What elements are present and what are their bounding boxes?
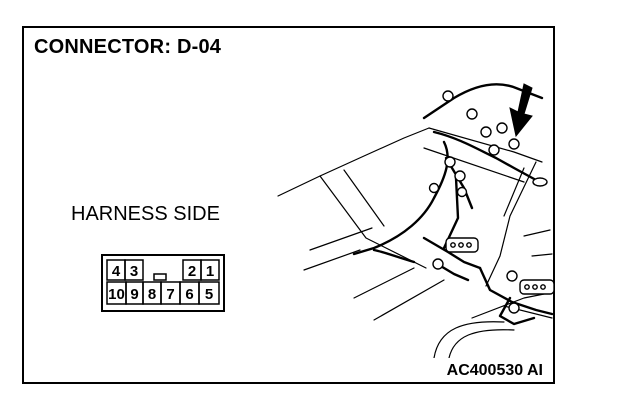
- reference-code: AC400530 AI: [446, 362, 543, 379]
- vehicle-interior-illustration: [277, 83, 554, 358]
- pin-label: 5: [205, 286, 213, 303]
- top-row-labels: 4 3 2 1: [112, 263, 214, 280]
- harness-connectors: [428, 90, 520, 314]
- pin-label: 2: [188, 263, 196, 280]
- pin-label: 7: [166, 286, 174, 303]
- pin-label: 10: [108, 286, 125, 303]
- bottom-row-labels: 10 9 8 7 6 5: [108, 286, 213, 303]
- connector-outline: [101, 254, 225, 312]
- pin-label: 9: [130, 286, 138, 303]
- connector-face: 4 3 2 1 10 9 8 7 6 5: [101, 254, 225, 312]
- connector-title: CONNECTOR: D-04: [34, 36, 222, 58]
- top-row-cells: [106, 259, 220, 281]
- harness-side-label: HARNESS SIDE: [71, 203, 220, 225]
- diagram-frame: CONNECTOR: D-04 HARNESS SIDE 4 3 2 1: [22, 26, 555, 384]
- location-arrow-icon: [509, 83, 533, 138]
- pin-label: 3: [130, 263, 138, 280]
- bottom-row-cells: [106, 281, 220, 305]
- pin-label: 4: [112, 263, 121, 280]
- connector-key: [153, 273, 167, 281]
- pin-label: 6: [185, 286, 193, 303]
- harness-blocks: [445, 177, 554, 295]
- pin-label: 8: [148, 286, 156, 303]
- pin-label: 1: [206, 263, 214, 280]
